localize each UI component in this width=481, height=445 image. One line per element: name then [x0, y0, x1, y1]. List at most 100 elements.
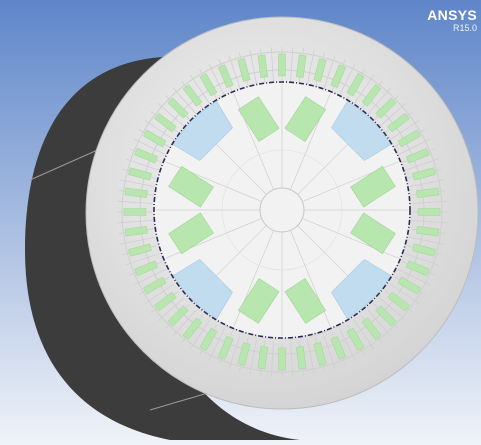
slot-coil [237, 58, 251, 82]
stator-mesh-line [117, 220, 153, 224]
slot-coil [124, 226, 148, 237]
stator-slot [361, 84, 382, 107]
stator-slot [123, 208, 147, 216]
stator-slot [237, 342, 251, 366]
stator-mesh-line [411, 200, 447, 204]
slot-coil [154, 291, 177, 312]
slot-coil [397, 276, 421, 295]
stator-mesh-line [306, 339, 315, 374]
magnet-left [168, 165, 214, 208]
stator-slot [387, 112, 410, 133]
stator-slot [406, 260, 430, 276]
slot-coil [257, 54, 268, 78]
stator-slot [237, 58, 251, 82]
stator-slot [124, 187, 148, 198]
rotor-pole [284, 212, 396, 324]
stator-slots [123, 53, 441, 371]
stator-mesh-line [144, 283, 175, 305]
slot-coil [237, 342, 251, 366]
rotor-pole [168, 212, 280, 324]
stator-slot [397, 276, 421, 295]
stator-slot [406, 148, 430, 164]
slot-coil [134, 260, 158, 276]
slot-coil [167, 97, 189, 119]
stator-slot [361, 317, 382, 340]
rotor-pole [284, 96, 396, 208]
stator-slot [218, 336, 234, 360]
stator-slot [199, 73, 218, 97]
stator-mesh-line [398, 138, 431, 155]
stator-slot [346, 327, 365, 351]
stator-mesh-line [120, 179, 155, 188]
slot-coil [412, 167, 436, 181]
stator-slot [417, 208, 441, 216]
stator-mesh-line [389, 119, 420, 141]
slot-coil [406, 260, 430, 276]
stator-slot [412, 167, 436, 181]
slot-coil [397, 129, 421, 148]
slot-coil [296, 54, 307, 78]
stator-mesh-line [157, 297, 185, 322]
stator-mesh-line [339, 328, 356, 361]
stator-slot [257, 54, 268, 78]
slot-coil [387, 112, 410, 133]
stator-mesh-line [133, 269, 166, 286]
rotor-poles [168, 96, 396, 324]
stator-mesh-line [172, 87, 197, 115]
stator-mesh-line [270, 47, 274, 83]
stator-slot [167, 97, 189, 119]
slot-coil [154, 112, 177, 133]
slot-coil [199, 73, 218, 97]
stator-mesh-line [409, 179, 444, 188]
stator-slot [167, 305, 189, 327]
magnet-left [284, 96, 327, 142]
magnet-right [284, 278, 327, 324]
stator-slot [199, 327, 218, 351]
stator-slot [134, 148, 158, 164]
magnet-left [237, 278, 280, 324]
stator-mesh-line [367, 309, 392, 337]
ansys-version: R15.0 [452, 23, 477, 33]
magnet-right [168, 212, 214, 255]
slot-coil [417, 208, 441, 216]
stator-slot [154, 291, 177, 312]
stator-mesh-line [411, 220, 447, 224]
stator-slot [278, 347, 286, 371]
stator-slot [128, 167, 152, 181]
stator-mesh-line [249, 50, 258, 85]
slot-coil [199, 327, 218, 351]
rotor-mesh-ring [221, 149, 343, 271]
ansys-logo: ANSYS R15.0 [427, 8, 477, 33]
stator-mesh-line [117, 200, 153, 204]
stator-mesh-line [270, 341, 274, 377]
stator-mesh-line [367, 87, 392, 115]
slot-coil [375, 305, 397, 327]
slot-coil [182, 84, 203, 107]
stator-slot [154, 112, 177, 133]
ansys-brand: ANSYS [427, 7, 477, 23]
stator-mesh-line [290, 47, 294, 83]
slot-coil [361, 317, 382, 340]
stator-slot [218, 64, 234, 88]
slot-coil [278, 53, 286, 77]
stator-slot [278, 53, 286, 77]
slot-coil [143, 129, 167, 148]
magnet-right [350, 165, 396, 208]
stator-slot [182, 317, 203, 340]
stator-mesh-line [208, 328, 225, 361]
stator-mesh-line [172, 309, 197, 337]
stator-mesh-line [398, 269, 431, 286]
stator-slot [397, 129, 421, 148]
slot-coil [128, 243, 152, 257]
slot-coil [167, 305, 189, 327]
stator-mesh-line [379, 297, 407, 322]
slot-coil [346, 327, 365, 351]
stator-mesh-line [389, 283, 420, 305]
stator-mesh-line [133, 138, 166, 155]
stator-slot [296, 346, 307, 370]
shaft-bore [259, 187, 305, 233]
stator-mesh-line [208, 63, 225, 96]
stator-mesh-line [404, 158, 439, 171]
